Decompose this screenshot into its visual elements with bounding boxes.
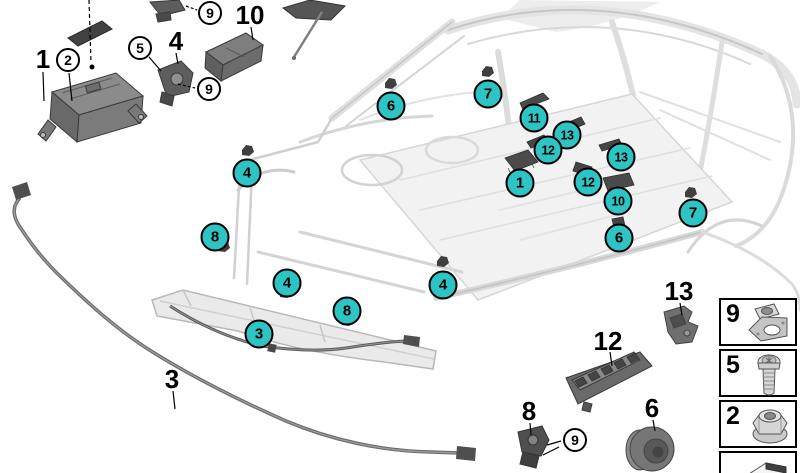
callout-4-c[interactable]: 4	[428, 270, 458, 300]
legend-box-5[interactable]: 5	[719, 349, 797, 397]
bumper-hose	[169, 304, 420, 353]
legend-box-2[interactable]: 2	[719, 400, 797, 448]
bracket-13	[663, 305, 699, 345]
part-label-13[interactable]: 13	[664, 276, 694, 306]
circled-label-9-top[interactable]: 9	[198, 1, 222, 25]
callout-10[interactable]: 10	[603, 186, 633, 216]
airbag-control-unit	[37, 72, 148, 144]
part-label-10[interactable]: 10	[235, 0, 265, 30]
part-label-6[interactable]: 6	[644, 393, 660, 423]
callout-7-b[interactable]: 7	[678, 198, 708, 228]
part-label-1[interactable]: 1	[35, 44, 51, 74]
callout-12-b[interactable]: 12	[573, 167, 603, 197]
callout-11[interactable]: 11	[519, 103, 549, 133]
legend-label-9: 9	[726, 300, 740, 328]
car-body-art	[232, 0, 800, 312]
sensor-8-bottom	[517, 425, 550, 469]
adhesive-pad	[67, 20, 113, 47]
callout-8-a[interactable]: 8	[200, 222, 230, 252]
pressure-sensor-12	[565, 351, 653, 413]
flange-nut-icon	[752, 409, 788, 444]
part-label-8[interactable]: 8	[521, 396, 537, 426]
circled-label-5[interactable]: 5	[128, 36, 152, 60]
callout-3[interactable]: 3	[244, 319, 274, 349]
part-label-4[interactable]: 4	[168, 26, 184, 56]
legend-label-2: 2	[726, 402, 740, 430]
callout-4-b[interactable]: 4	[272, 268, 302, 298]
callout-12-a[interactable]: 12	[533, 135, 563, 165]
legend-label-5: 5	[726, 351, 740, 379]
bumper-carrier	[151, 289, 437, 370]
callout-6-a[interactable]: 6	[376, 91, 406, 121]
crash-sensor-top	[149, 0, 186, 23]
adhesive-pad-icon	[749, 462, 787, 473]
circled-label-2[interactable]: 2	[56, 48, 80, 72]
pedestrian-hose	[12, 182, 476, 461]
circled-label-9-mid[interactable]: 9	[197, 77, 221, 101]
legend-box-tape[interactable]	[719, 451, 797, 473]
legend-box-9[interactable]: 9	[719, 298, 797, 346]
leader-lines	[42, 0, 683, 456]
callout-1[interactable]: 1	[505, 168, 535, 198]
control-module-10	[204, 32, 264, 82]
tensioner-assembly	[281, 0, 347, 60]
part-label-12[interactable]: 12	[593, 326, 623, 356]
round-sensor-6	[625, 426, 675, 472]
callout-8-b[interactable]: 8	[332, 296, 362, 326]
callout-7-a[interactable]: 7	[473, 79, 503, 109]
callout-6-b[interactable]: 6	[604, 223, 634, 253]
crash-sensor-4	[157, 60, 194, 107]
torx-screw-icon	[757, 354, 781, 396]
part-label-3[interactable]: 3	[164, 364, 180, 394]
callout-13-b[interactable]: 13	[606, 142, 636, 172]
callout-4-a[interactable]: 4	[232, 158, 262, 188]
circled-label-9-bottom[interactable]: 9	[563, 428, 587, 452]
cage-nut-icon	[748, 303, 788, 342]
